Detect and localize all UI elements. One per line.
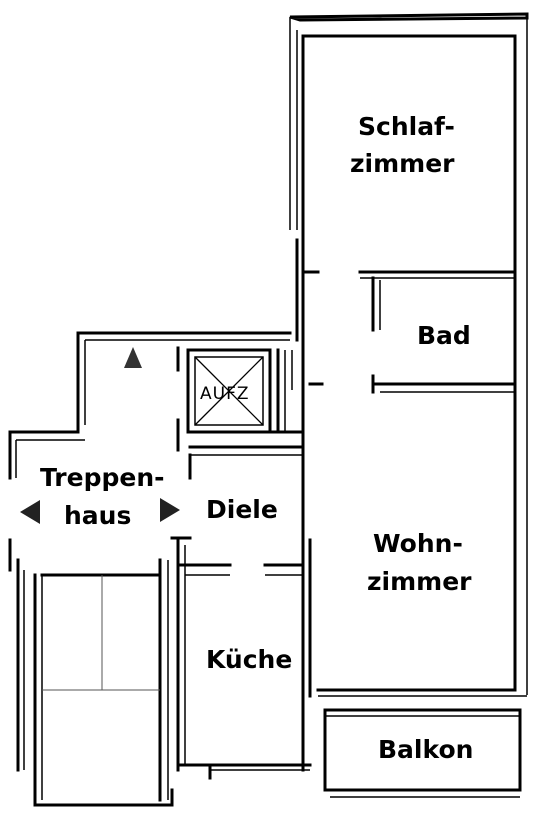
core-walls	[8, 331, 305, 480]
right-arrow-icon	[160, 498, 180, 522]
outer-walls	[289, 12, 529, 698]
room-label-treppenhaus-1: Treppen-	[40, 463, 165, 492]
room-label-bad: Bad	[417, 321, 471, 350]
room-label-wohnzimmer-2: zimmer	[367, 567, 472, 596]
balkon-walls	[323, 708, 522, 798]
room-label-schlafzimmer-1: Schlaf-	[358, 112, 455, 141]
stair-walls	[8, 536, 192, 807]
room-label-balkon: Balkon	[378, 735, 473, 764]
room-label-diele: Diele	[206, 495, 278, 524]
room-label-kueche: Küche	[206, 645, 292, 674]
left-arrow-icon	[20, 500, 40, 524]
room-label-wohnzimmer-1: Wohn-	[373, 529, 463, 558]
elevator-label: AUFZ	[200, 384, 250, 404]
room-label-schlafzimmer-2: zimmer	[350, 149, 455, 178]
room-label-treppenhaus-2: haus	[64, 501, 131, 530]
